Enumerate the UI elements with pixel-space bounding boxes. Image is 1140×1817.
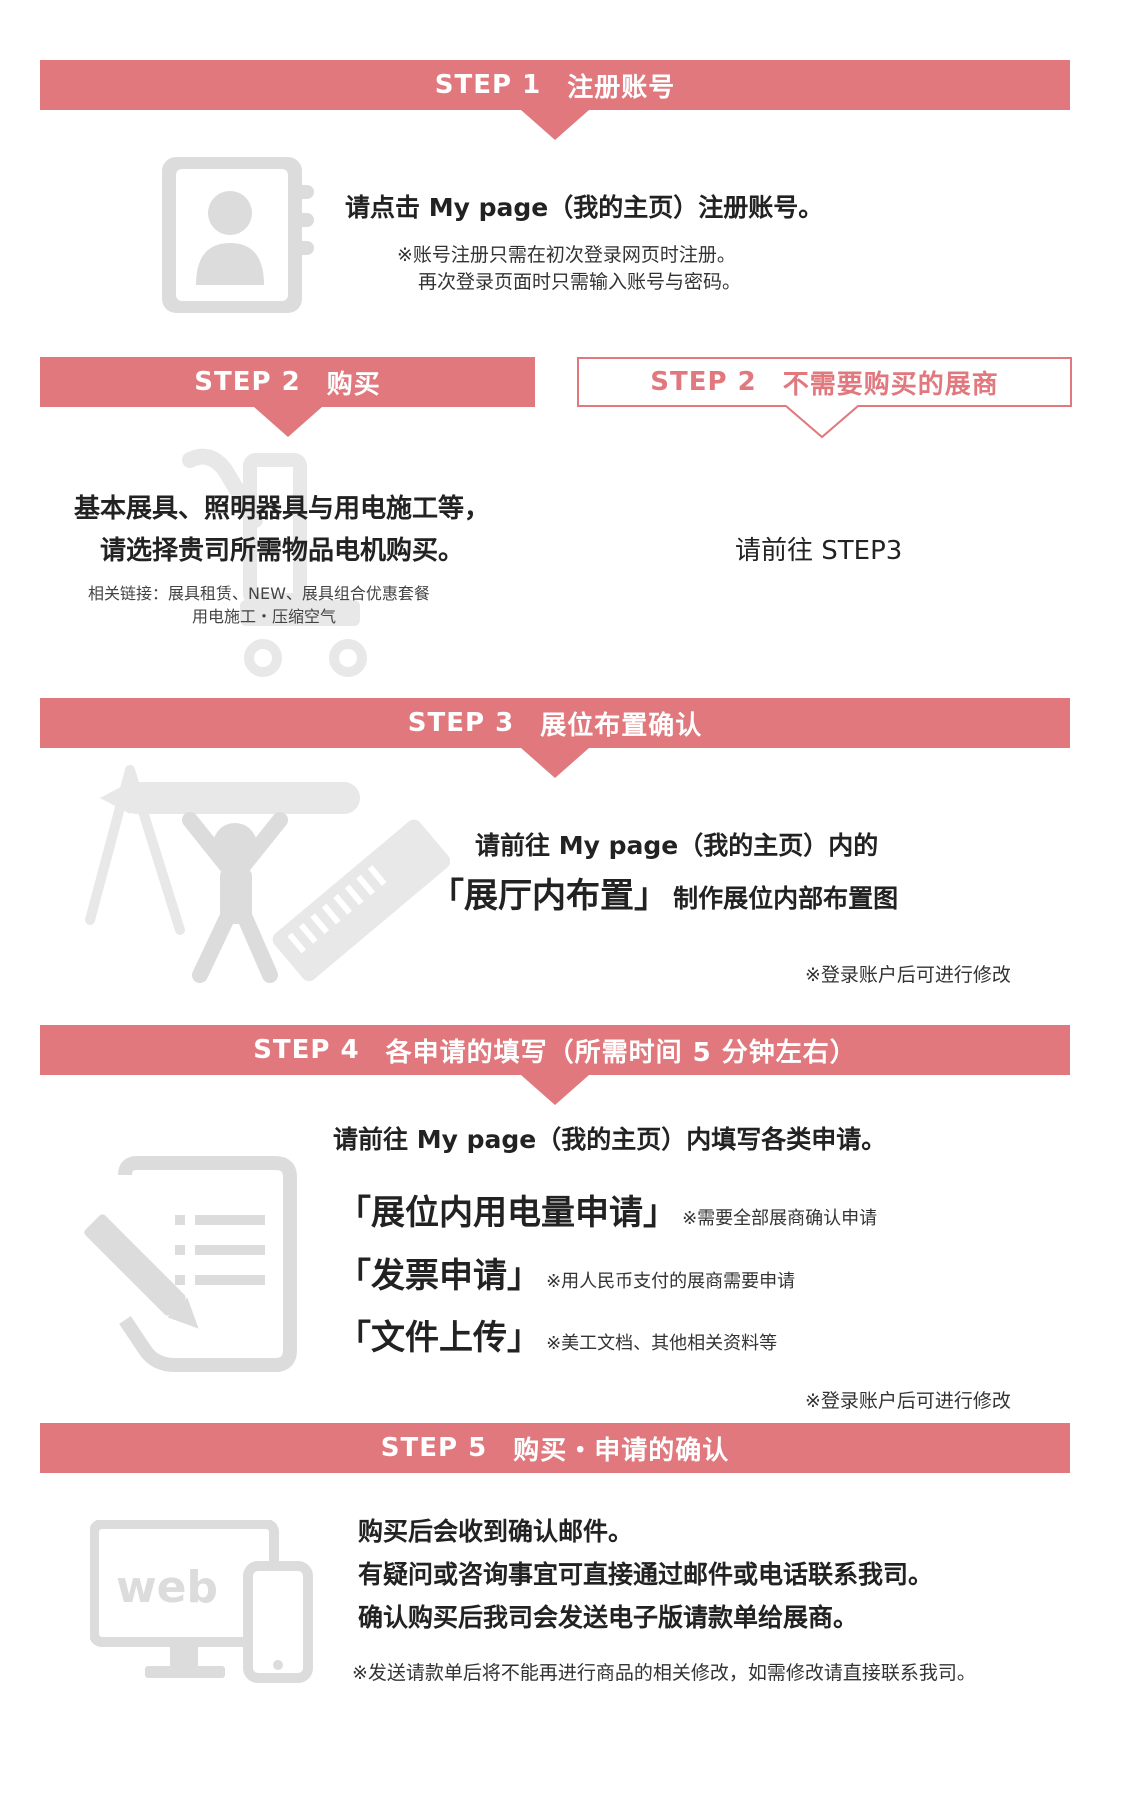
step1-note-2: 再次登录页面时只需输入账号与密码。 (418, 271, 742, 293)
step4-item-power[interactable]: 「展位内用电量申请」 ※需要全部展商确认申请 (337, 1185, 877, 1234)
step5-banner: STEP 5 购买・申请的确认 (40, 1423, 1070, 1473)
step2-purchase-line-1: 基本展具、照明器具与用电施工等， (74, 494, 491, 524)
step4-title: 各申请的填写（所需时间 5 分钟左右） (385, 1037, 857, 1068)
step2-alt-step-label: STEP 2 (650, 367, 757, 397)
step2-go-step3: 请前往 STEP3 (735, 536, 903, 566)
step1-title: 注册账号 (567, 72, 676, 103)
step3-step-label: STEP 3 (407, 708, 515, 738)
address-book-icon (162, 157, 314, 313)
step4-item-power-label[interactable]: 「展位内用电量申请」 (337, 1193, 677, 1233)
step2-no-purchase-banner: STEP 2 不需要购买的展商 (577, 357, 1072, 407)
step2-purchase-notch (254, 407, 322, 437)
web-label: web (116, 1562, 218, 1613)
step4-note: ※登录账户后可进行修改 (805, 1390, 1011, 1412)
step2-purchase-title: 购买 (326, 369, 381, 400)
shopping-cart-icon (182, 448, 367, 677)
step1-instruction: 请点击 My page（我的主页）注册账号。 (345, 193, 824, 222)
step2-purchase-line-2: 请选择贵司所需物品电机购买。 (100, 536, 465, 566)
web-devices-icon: web (90, 1520, 313, 1683)
step5-line-1: 购买后会收到确认邮件。 (358, 1517, 634, 1546)
step3-note: ※登录账户后可进行修改 (805, 964, 1011, 986)
step3-layout-label[interactable]: 「展厅内布置」 (430, 876, 668, 916)
step4-item-invoice[interactable]: 「发票申请」 ※用人民币支付的展商需要申请 (337, 1248, 795, 1297)
step5-line-3: 确认购买后我司会发送电子版请款单给展商。 (358, 1603, 859, 1632)
step2-purchase-banner: STEP 2 购买 (40, 357, 535, 407)
step4-item-upload[interactable]: 「文件上传」 ※美工文档、其他相关资料等 (337, 1310, 777, 1359)
step1-notch (521, 110, 589, 140)
step2-related-links-2[interactable]: 用电施工・压缩空气 (192, 607, 337, 626)
step2-step-label: STEP 2 (194, 367, 301, 397)
form-document-icon (84, 1156, 297, 1372)
step2-related-links-1[interactable]: 相关链接：展具租赁、NEW、展具组合优惠套餐 (88, 584, 430, 603)
step4-instruction: 请前往 My page（我的主页）内填写各类申请。 (333, 1125, 887, 1154)
step3-instruction-2: 「展厅内布置」 制作展位内部布置图 (430, 868, 898, 917)
step4-item-upload-label[interactable]: 「文件上传」 (337, 1318, 541, 1358)
step3-notch (521, 748, 589, 778)
step2-no-purchase-title: 不需要购买的展商 (782, 369, 999, 400)
step1-step-label: STEP 1 (434, 70, 542, 100)
step5-step-label: STEP 5 (380, 1433, 488, 1463)
layout-design-icon (85, 765, 450, 983)
step4-step-label: STEP 4 (253, 1035, 360, 1065)
step4-item-upload-note: ※美工文档、其他相关资料等 (546, 1333, 778, 1354)
step4-item-invoice-note: ※用人民币支付的展商需要申请 (546, 1271, 796, 1292)
step4-notch (521, 1075, 589, 1105)
step2-outline-notch (786, 405, 858, 439)
step3-banner: STEP 3 展位布置确认 (40, 698, 1070, 748)
step5-title: 购买・申请的确认 (513, 1435, 730, 1466)
step3-instruction: 请前往 My page（我的主页）内的 (475, 831, 879, 860)
step4-item-power-note: ※需要全部展商确认申请 (682, 1208, 878, 1229)
step4-banner: STEP 4 各申请的填写（所需时间 5 分钟左右） (40, 1025, 1070, 1075)
step3-instruction-rest: 制作展位内部布置图 (673, 884, 899, 913)
step4-item-invoice-label[interactable]: 「发票申请」 (337, 1256, 541, 1296)
step5-line-2: 有疑问或咨询事宜可直接通过邮件或电话联系我司。 (358, 1560, 934, 1589)
step5-note: ※发送请款单后将不能再进行商品的相关修改，如需修改请直接联系我司。 (352, 1662, 976, 1684)
step1-banner: STEP 1 注册账号 (40, 60, 1070, 110)
step1-note-1: ※账号注册只需在初次登录网页时注册。 (397, 244, 736, 266)
step3-title: 展位布置确认 (540, 710, 703, 741)
